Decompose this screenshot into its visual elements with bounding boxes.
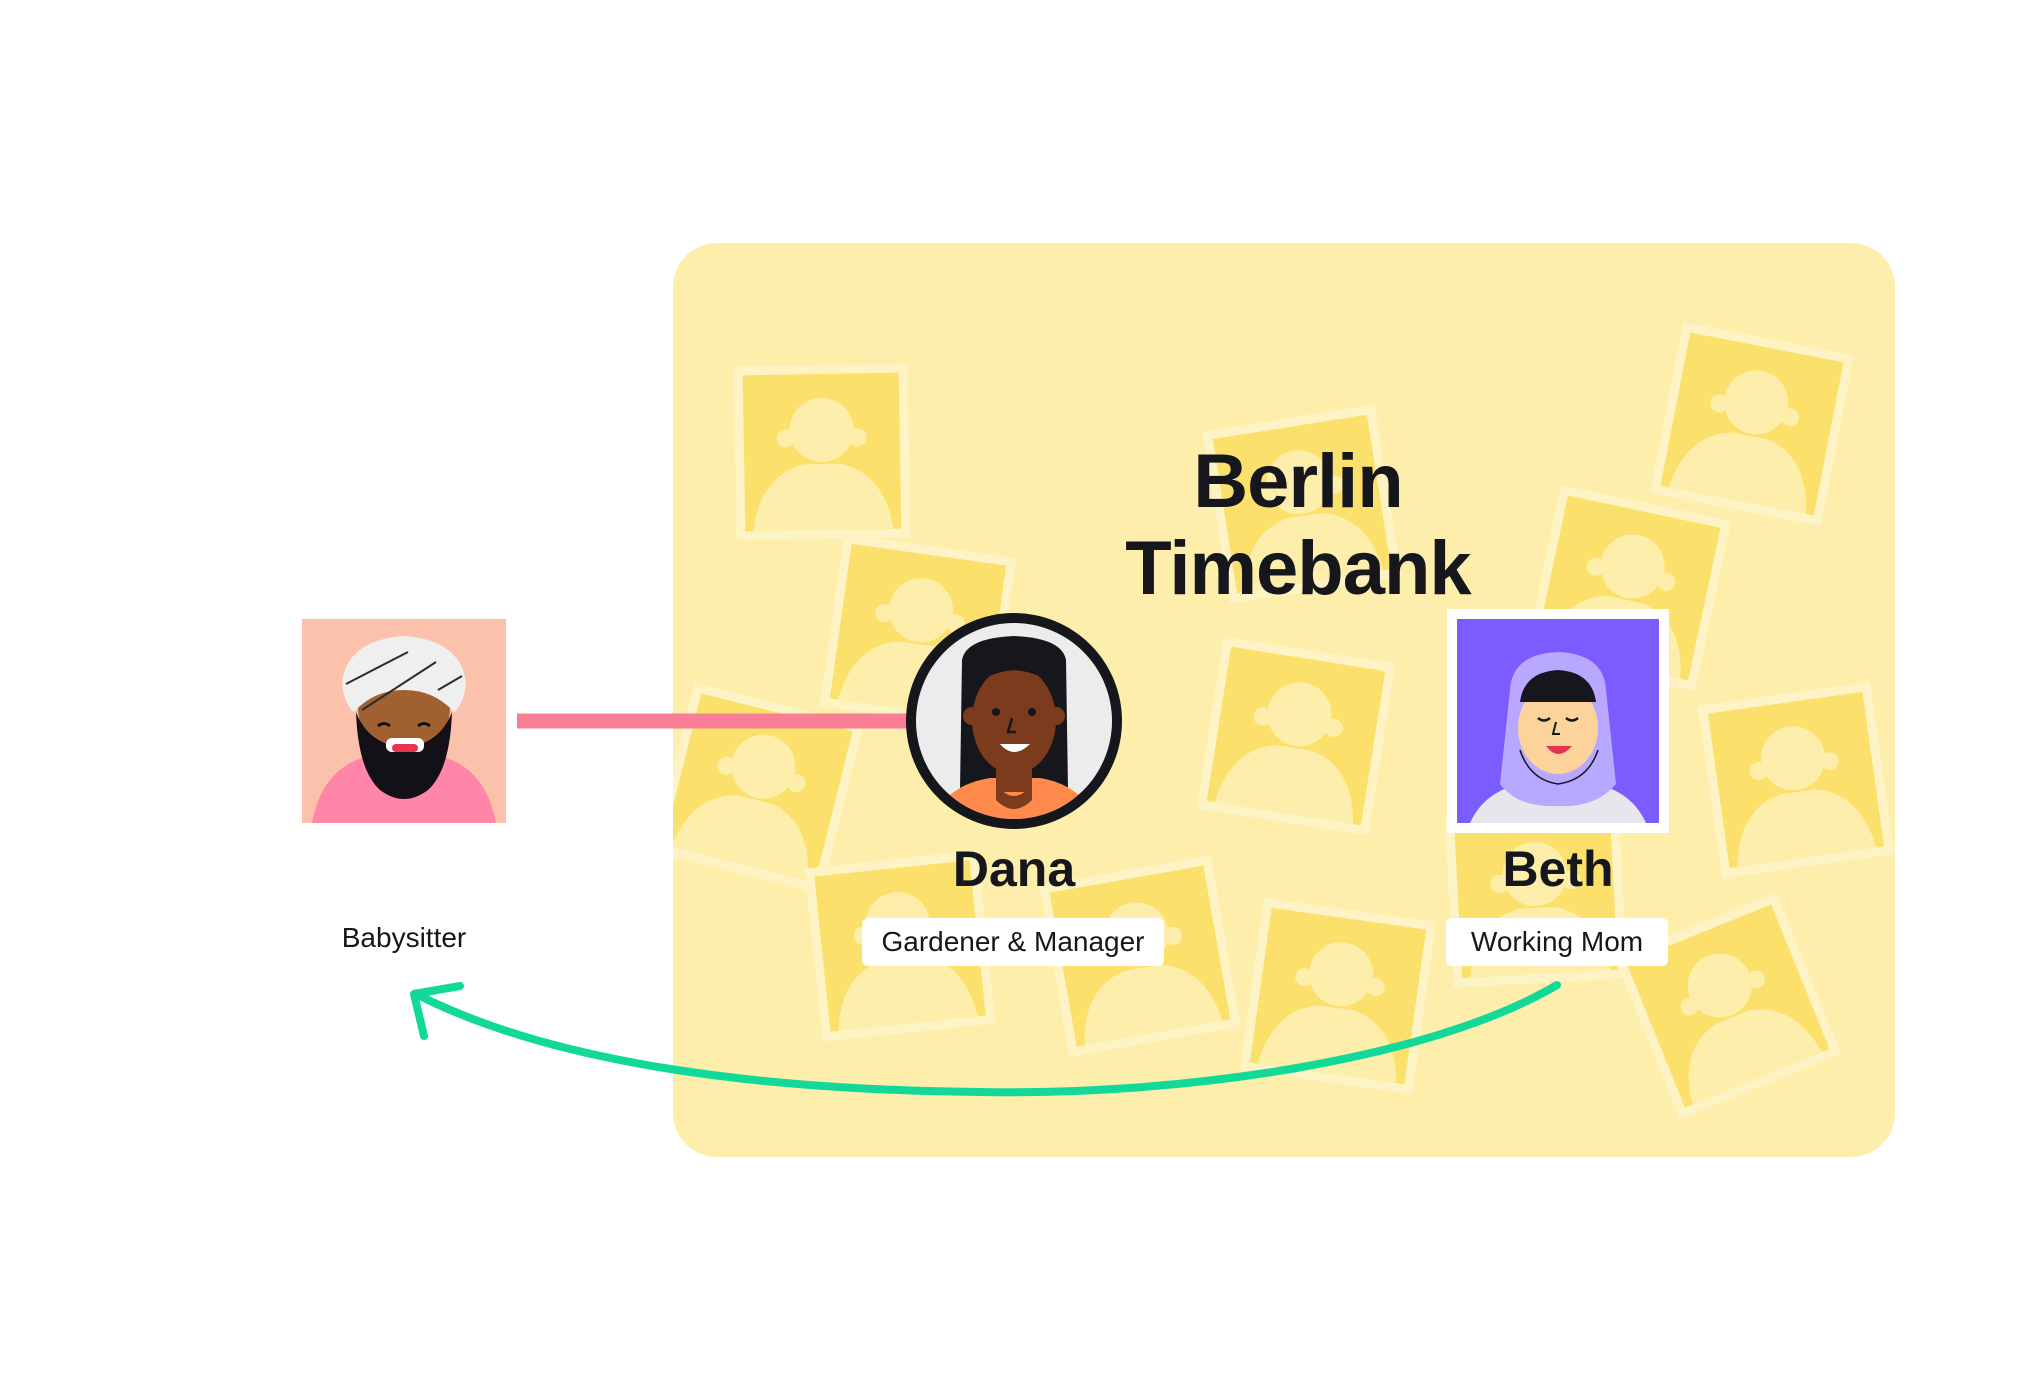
avatar-dana [906,613,1122,829]
dana-role-badge: Gardener & Manager [862,918,1164,966]
person-placeholder-icon [733,363,911,541]
person-placeholder-icon [1649,321,1855,527]
avatar-outside [302,619,506,823]
person-placeholder-icon [1239,897,1437,1095]
community-title: Berlin Timebank [1125,439,1471,611]
outside-role-label: Babysitter [341,922,467,953]
person-placeholder-icon [1697,681,1895,879]
person-placeholder-icon [1196,636,1396,836]
beth-role-badge: Working Mom [1446,918,1668,966]
beth-name: Beth [1502,841,1614,897]
curved-arrow-icon [410,981,1561,1097]
avatar-beth [1447,609,1669,833]
dana-name: Dana [952,841,1076,897]
